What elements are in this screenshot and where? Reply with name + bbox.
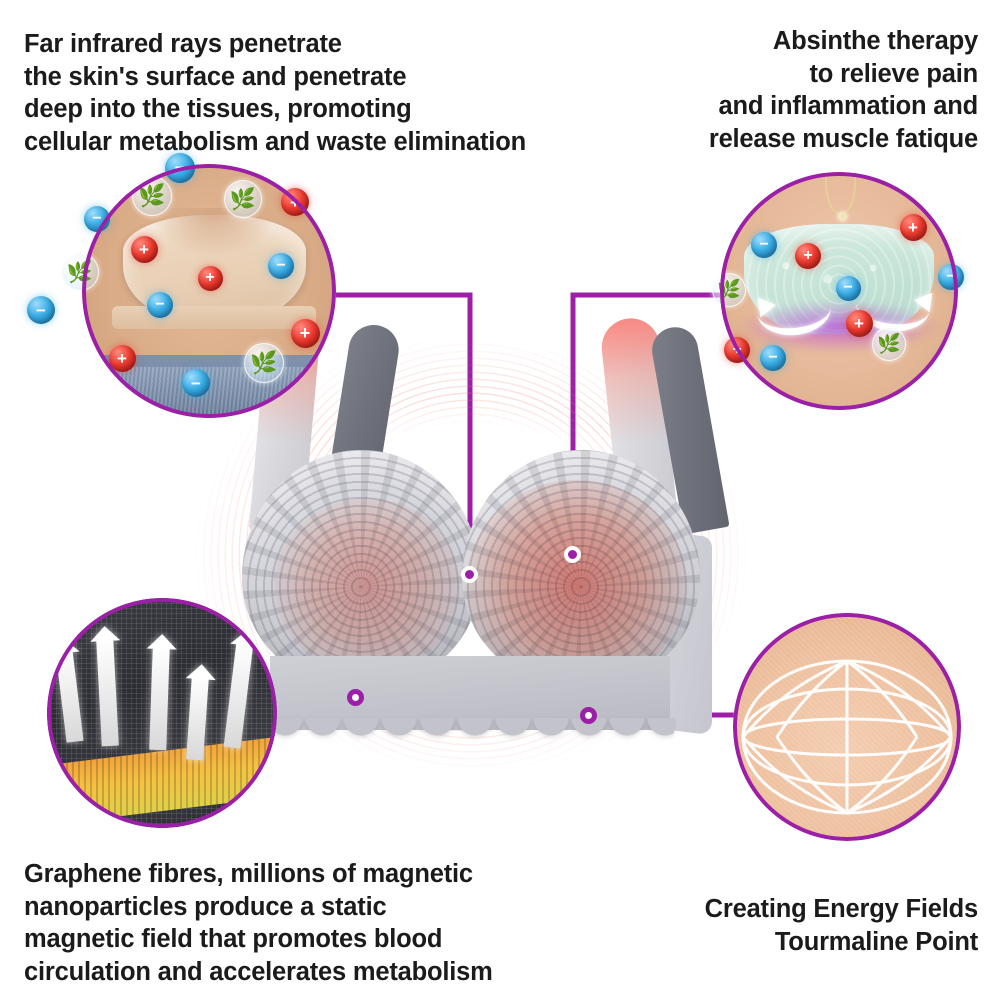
caption-energy-fields: Creating Energy Fields Tourmaline Point — [704, 895, 979, 956]
under-band — [270, 656, 670, 730]
photo-energy-field — [733, 613, 961, 841]
caption-graphene-fibres: Graphene fibres, millions of magnetic na… — [24, 860, 493, 986]
herb-bubble-icon: 🌿 — [61, 253, 99, 291]
positive-ion-icon: + — [130, 235, 158, 263]
positive-ion-icon: + — [795, 243, 821, 269]
cup-left — [242, 450, 480, 686]
endpoint-dot-right-cup — [564, 546, 581, 563]
negative-ion-icon: − — [84, 206, 110, 232]
herb-bubble-icon: 🌿 — [872, 327, 906, 361]
blue-jeans — [92, 367, 326, 418]
endpoint-dot-hem-right — [580, 707, 597, 724]
positive-ion-icon: + — [108, 344, 136, 372]
herb-bubble-icon: 🌿 — [244, 343, 284, 383]
positive-ion-icon: + — [290, 318, 320, 348]
inset-energy-field[interactable] — [733, 613, 961, 841]
lace-texture-left — [242, 450, 480, 686]
negative-ion-icon: − — [165, 153, 195, 183]
endpoint-dot-hem-left — [347, 689, 364, 706]
endpoint-dot-left-cup — [461, 566, 478, 583]
necklace-pendant — [837, 212, 847, 222]
positive-ion-icon: + — [845, 309, 873, 337]
product-bra — [196, 300, 746, 770]
heat-glow-right — [466, 480, 686, 688]
negative-ion-icon: − — [835, 275, 861, 301]
negative-ion-icon: − — [182, 369, 210, 397]
herb-bubble-icon: 🌿 — [712, 273, 746, 307]
caption-far-infrared: Far infrared rays penetrate the skin's s… — [24, 30, 526, 156]
negative-ion-icon: − — [751, 232, 777, 258]
airflow-arrow-3 — [149, 645, 170, 751]
herb-bubble-icon: 🌿 — [224, 180, 262, 218]
heat-glow-left — [274, 498, 460, 674]
herb-bubble-icon: 🌿 — [132, 176, 172, 216]
positive-ion-icon: + — [899, 213, 927, 241]
negative-ion-icon: − — [938, 264, 964, 290]
bra-cups — [242, 450, 700, 710]
nude-bra-band — [112, 306, 316, 330]
negative-ion-icon: − — [147, 292, 173, 318]
caption-absinthe-therapy: Absinthe therapy to relieve pain and inf… — [708, 27, 978, 153]
positive-ion-icon: + — [281, 188, 309, 216]
negative-ion-icon: − — [268, 253, 294, 279]
inset-graphene-mesh[interactable] — [47, 598, 277, 828]
negative-ion-icon: − — [27, 296, 55, 324]
negative-ion-icon: − — [760, 345, 786, 371]
photo-graphene-mesh — [47, 598, 277, 828]
scalloped-lace-hem — [266, 718, 674, 756]
energy-field-grid — [741, 659, 953, 815]
positive-ion-icon: + — [197, 265, 223, 291]
positive-ion-icon: + — [724, 337, 750, 363]
